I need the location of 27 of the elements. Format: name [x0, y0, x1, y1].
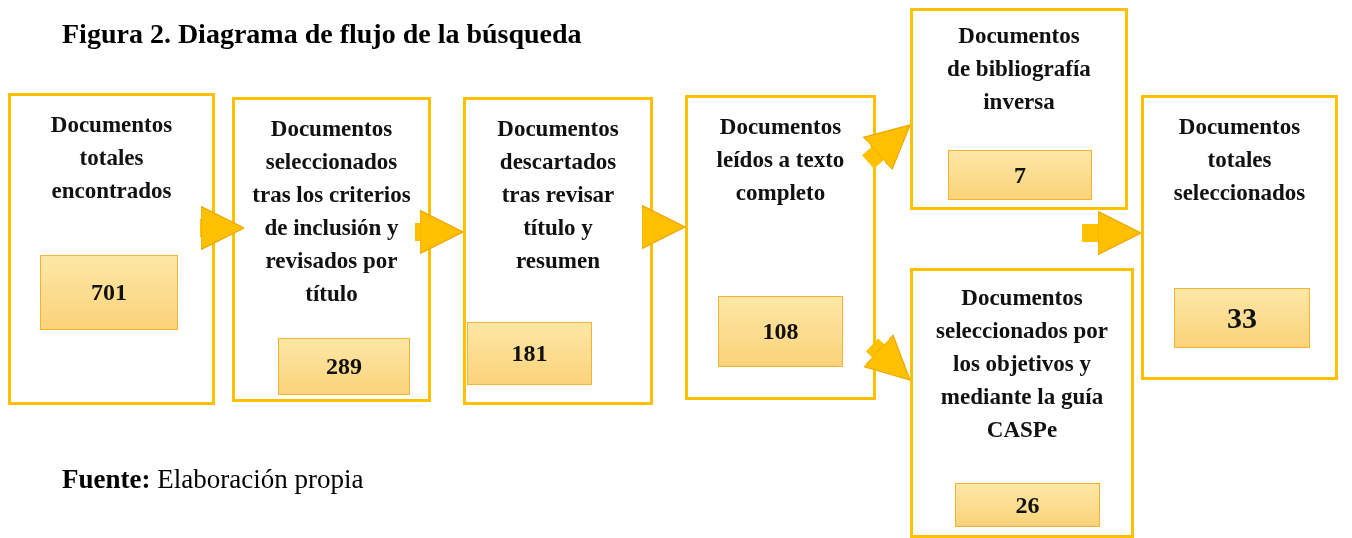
process-box [232, 97, 431, 402]
box-heading: Documentos de bibliografía inversa [947, 22, 1091, 116]
process-box [1141, 95, 1338, 380]
block-arrow [1082, 210, 1142, 256]
block-arrow [641, 204, 686, 250]
process-box [910, 8, 1128, 210]
box-heading: Documentos seleccionados tras los criterios de inclusión y revisados por título [251, 115, 412, 308]
block-arrow [415, 209, 464, 255]
box-heading: Documentos totales encontrados [49, 111, 174, 205]
process-box [463, 97, 653, 405]
process-box [910, 268, 1134, 538]
block-arrow [200, 205, 245, 251]
count-box: 181 [467, 322, 592, 385]
box-heading: Documentos descartados tras revisar título y resumen [496, 115, 620, 275]
figure-title: Figura 2. Diagrama de flujo de la búsqueda [62, 18, 582, 50]
source-note: Fuente: Elaboración propia [62, 464, 364, 495]
box-heading: Documentos totales seleccionados [1172, 113, 1307, 207]
process-box [685, 95, 876, 400]
process-box [8, 93, 215, 405]
count-box: 108 [718, 296, 843, 367]
count-box: 26 [955, 483, 1100, 527]
count-box: 701 [40, 255, 178, 330]
count-box: 33 [1174, 288, 1310, 348]
box-heading: Documentos leídos a texto completo [716, 113, 845, 207]
box-heading: Documentos seleccionados por los objetivos y mediante la guía CASPe [935, 284, 1109, 444]
count-box: 7 [948, 150, 1092, 200]
count-box: 289 [278, 338, 410, 395]
